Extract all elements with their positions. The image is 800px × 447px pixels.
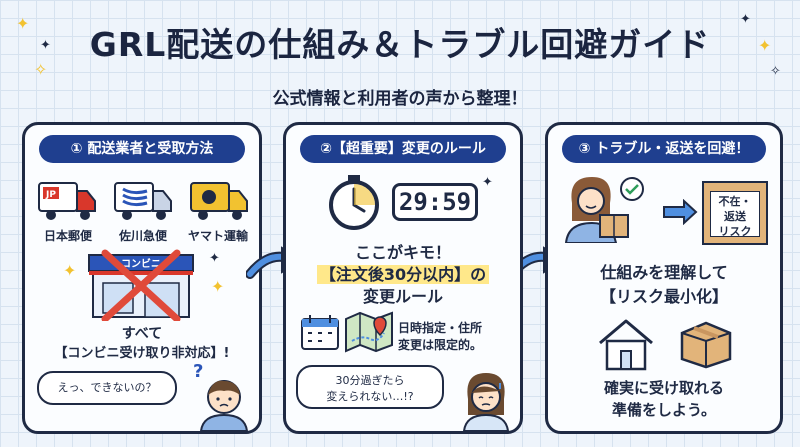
sparkle-icon: ✦	[209, 251, 220, 266]
carrier-label: 佐川急便	[118, 229, 167, 243]
sparkle-icon: ✦	[758, 36, 772, 55]
sparkle-icon: ✧	[770, 64, 781, 79]
question-mark: ?	[193, 361, 204, 382]
return-box: 不在・ 返送 リスク	[702, 181, 768, 245]
sparkle-icon: ✦	[211, 277, 225, 296]
confused-person-icon	[199, 380, 249, 431]
carrier-label: ヤマト運輸	[187, 229, 248, 243]
page-title: GRL配送の仕組み＆トラブル回避ガイド	[89, 25, 711, 64]
store-sign: コンビニ	[121, 257, 161, 270]
house-icon	[599, 319, 653, 371]
stopwatch-icon	[329, 175, 379, 230]
jp-badge: JP	[45, 190, 56, 200]
bubble-text: 変えられない…!?	[326, 390, 414, 403]
sparkle-icon: ✦	[740, 12, 751, 27]
worried-person-icon	[462, 373, 510, 431]
bubble-text: えっ、できないの？	[57, 381, 157, 394]
page-subtitle: 公式情報と利用者の声から整理！	[272, 89, 528, 109]
box-text: リスク	[718, 225, 752, 238]
main-line: 仕組みを理解して	[600, 263, 728, 282]
right-arrow-icon	[663, 199, 698, 225]
panel-change-rules: ②【超重要】変更のルール 29:59 ✦ ここがキモ！ 【注文後30分以内】の …	[283, 122, 523, 434]
box-text: 返送	[724, 210, 746, 223]
note-line: 【コンビニ受け取り非対応】!	[54, 346, 230, 361]
note-line: 日時指定・住所	[398, 321, 483, 335]
japan-post-truck-icon: JP	[38, 182, 96, 220]
speech-bubble: 30分過ぎたら 変えられない…!?	[296, 365, 444, 409]
calendar-icon	[301, 315, 339, 350]
panel-heading: ③ トラブル・返送を回避！	[562, 135, 766, 163]
convenience-store-icon: コンビニ	[88, 249, 194, 321]
timer-display: 29:59	[392, 183, 478, 221]
key-highlight: 【注文後30分以内】の	[286, 261, 520, 285]
note-line: 変更は限定的。	[398, 338, 483, 352]
sparkle-icon: ✦	[482, 175, 493, 190]
note-line: すべて	[121, 326, 163, 342]
sparkle-icon: ✦	[63, 261, 77, 280]
footer-line: 確実に受け取れる	[603, 379, 724, 397]
key-heading: ここがキモ！	[354, 243, 451, 262]
panel-heading: ① 配送業者と受取方法	[39, 135, 245, 163]
bubble-text: 30分過ぎたら	[335, 374, 405, 387]
package-icon	[680, 321, 732, 369]
sparkle-icon: ✧	[34, 60, 48, 79]
sparkle-icon: ✦	[16, 14, 30, 33]
yamato-truck-icon	[190, 182, 248, 220]
sparkle-icon: ✦	[40, 38, 51, 53]
main-line: 【リスク最小化】	[599, 287, 728, 306]
sagawa-truck-icon	[114, 182, 172, 220]
box-text: 不在・	[718, 195, 752, 208]
panel-heading: ②【超重要】変更のルール	[300, 135, 506, 163]
panel-avoid-trouble: ③ トラブル・返送を回避！ 不在・ 返送 リスク 仕組みを理解して 【リスク最小…	[545, 122, 783, 434]
key-line: 変更ルール	[362, 287, 443, 306]
box-label: 不在・ 返送 リスク	[710, 191, 760, 238]
speech-bubble: えっ、できないの？	[37, 371, 177, 405]
timer-value: 29:59	[398, 188, 472, 216]
panel-carriers: ① 配送業者と受取方法 JP 日本郵便 佐川急便 ヤマト運輸 コンビニ ✦ ✦ …	[22, 122, 262, 434]
footer-line: 準備をしよう。	[611, 401, 717, 419]
person-with-box-icon	[564, 177, 644, 243]
map-icon	[345, 311, 393, 353]
highlight-text: 【注文後30分以内】の	[316, 265, 490, 284]
carrier-label: 日本郵便	[43, 229, 92, 243]
